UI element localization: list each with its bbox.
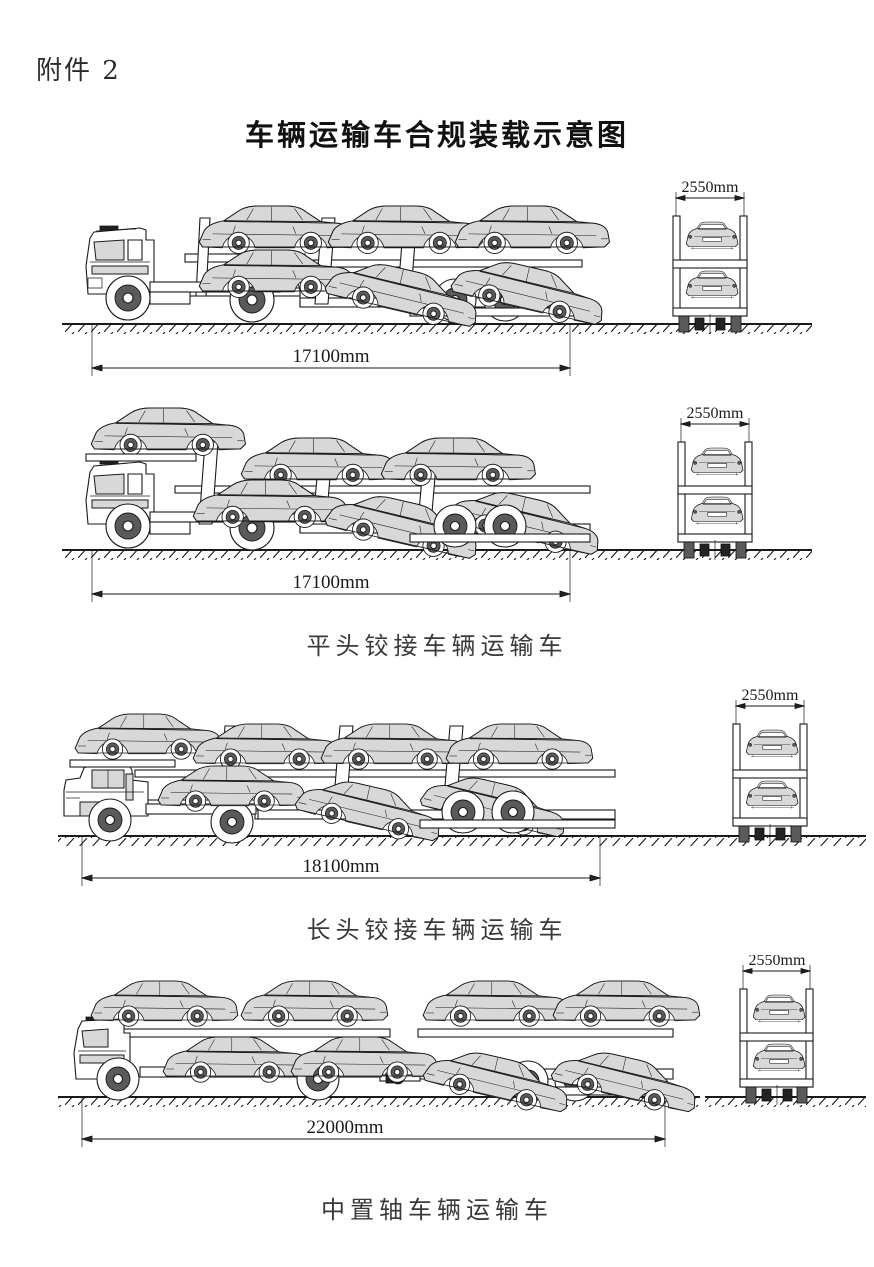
car-lower-4-2	[290, 1036, 439, 1083]
car-upper-4-2	[240, 980, 389, 1027]
cross-section-1: 2550mm	[640, 179, 812, 334]
cross-section-2: 2550mm	[640, 405, 812, 560]
car-upper-4-1	[90, 980, 239, 1027]
car-lower-4-3	[421, 1042, 574, 1119]
page-title: 车辆运输车合规装载示意图	[244, 118, 629, 152]
car-upper-4-3	[422, 980, 571, 1027]
car-lower-4-4	[549, 1042, 702, 1119]
attachment-label: 附件 2	[36, 56, 121, 86]
cross-section-3: 2550mm	[700, 688, 866, 846]
width-dimension-label-1: 2550mm	[682, 179, 739, 196]
car-over-cab-2	[90, 407, 246, 457]
width-dimension-label-2: 2550mm	[687, 405, 744, 422]
figure-3-long-nose: 18100mm 2550mm	[0, 688, 874, 898]
ground-hatch	[62, 324, 660, 334]
figure-1-flat-nose-a: 17100mm	[0, 172, 874, 387]
cross-section-4: 2550mm	[705, 955, 866, 1107]
car-upper-1	[198, 205, 354, 255]
car-upper-3	[454, 205, 610, 255]
car-lower-4-1	[162, 1036, 311, 1083]
width-dimension-label-4: 2550mm	[749, 955, 806, 969]
caption-flat-nose: 平头铰接车辆运输车	[306, 632, 568, 660]
car-upper-3-1	[192, 723, 341, 770]
length-dimension-label-1: 17100mm	[292, 346, 369, 367]
car-upper-2-1	[240, 437, 396, 487]
length-dimension-label-3: 18100mm	[302, 856, 379, 877]
width-dimension-label-3: 2550mm	[742, 688, 799, 704]
figure-4-center-axle: 22000mm 2550mm	[0, 955, 874, 1167]
length-dimension-label-2: 17100mm	[292, 572, 369, 593]
length-dimension-label-4: 22000mm	[306, 1117, 383, 1138]
tractor-long-nose	[63, 763, 257, 844]
length-dimension-4: 22000mm	[80, 1097, 667, 1147]
car-upper-3-3	[445, 723, 594, 770]
length-dimension-2: 17100mm	[90, 550, 572, 602]
car-upper-4-4	[552, 980, 701, 1027]
length-dimension-3: 18100mm	[80, 836, 602, 886]
caption-center-axle: 中置轴车辆运输车	[321, 1196, 553, 1224]
caption-long-nose: 长头铰接车辆运输车	[306, 916, 568, 944]
tractor-flat-nose-2	[85, 459, 281, 551]
car-upper-2-2	[380, 437, 536, 487]
length-dimension-1: 17100mm	[90, 324, 572, 376]
figure-2-flat-nose-b: 17100mm 2550mm	[0, 398, 874, 613]
